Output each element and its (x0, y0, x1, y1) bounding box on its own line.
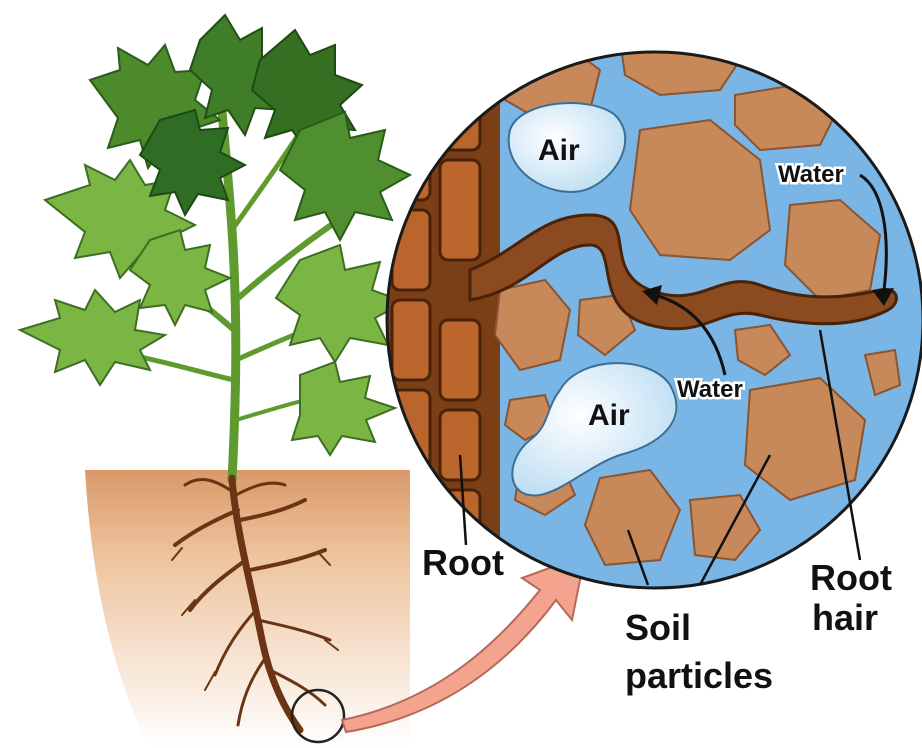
plant (20, 15, 410, 480)
soil-particle (735, 85, 835, 150)
label-air-top: Air (538, 134, 580, 167)
label-air-bottom: Air (588, 399, 630, 432)
label-water-top: Water (778, 161, 844, 188)
label-soil-line1: Soil (625, 607, 691, 648)
ground-soil (85, 470, 410, 748)
label-soil-line2: particles (625, 655, 773, 696)
leaf (292, 362, 395, 455)
label-water-mid: Water (677, 376, 743, 403)
leaf (280, 112, 410, 240)
label-root-hair-line2: hair (812, 597, 878, 638)
label-root-hair-line1: Root (810, 557, 892, 598)
label-root: Root (422, 542, 504, 583)
leaf (276, 245, 405, 362)
